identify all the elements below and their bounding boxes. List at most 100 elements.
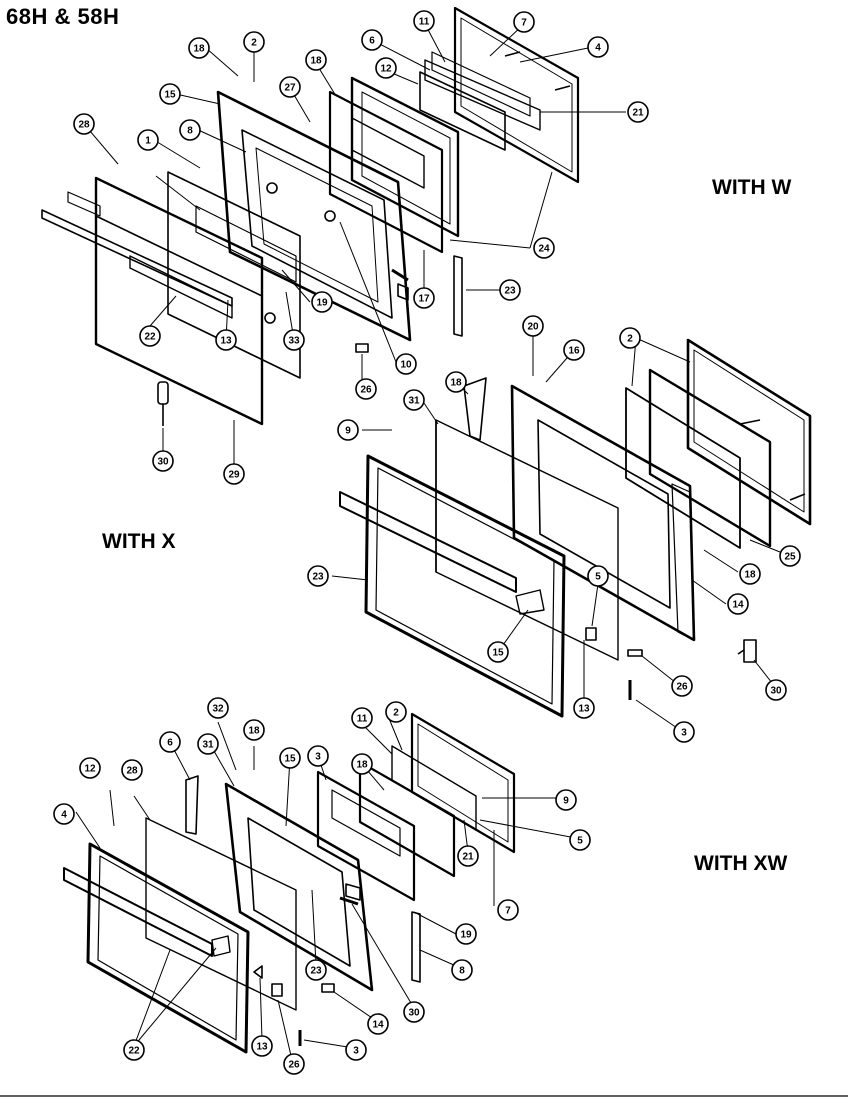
callout-number: 11 xyxy=(419,17,430,28)
middle-assembly xyxy=(339,338,812,718)
callout-number: 2 xyxy=(393,708,399,719)
callout-number: 17 xyxy=(418,294,430,305)
callout-circle xyxy=(305,49,327,71)
callout-circle xyxy=(367,1013,389,1035)
callout-number: 19 xyxy=(316,298,328,309)
callout-3: 3 xyxy=(673,721,695,743)
callout-circle xyxy=(137,129,159,151)
callout-number: 26 xyxy=(360,385,372,396)
callout-18: 18 xyxy=(188,37,210,59)
callout-number: 14 xyxy=(372,1020,384,1031)
callout-circle xyxy=(345,1039,367,1061)
back-window-door-mid xyxy=(625,338,812,549)
callout-8: 8 xyxy=(451,959,473,981)
callout-circle xyxy=(619,327,641,349)
callout-number: 4 xyxy=(61,810,67,821)
callout-circle xyxy=(445,371,467,393)
callout-27: 27 xyxy=(279,76,301,98)
callout-number: 32 xyxy=(212,704,224,715)
callout-circle xyxy=(243,31,265,53)
callout-number: 8 xyxy=(459,966,465,977)
callout-6: 6 xyxy=(361,29,383,51)
callout-circle xyxy=(305,959,327,981)
callout-21: 21 xyxy=(457,845,479,867)
callout-circle xyxy=(188,37,210,59)
callout-number: 9 xyxy=(345,426,351,437)
inner-frame-mid xyxy=(510,384,696,642)
back-panel-top xyxy=(453,6,580,184)
callout-number: 23 xyxy=(310,966,322,977)
callout-circle xyxy=(279,747,301,769)
callout-number: 1 xyxy=(145,136,151,147)
callout-number: 13 xyxy=(256,1042,268,1053)
inner-frame-bottom xyxy=(224,782,374,992)
callout-number: 5 xyxy=(595,572,601,583)
top-assembly xyxy=(41,6,580,426)
callout-18: 18 xyxy=(243,719,265,741)
callout-28: 28 xyxy=(73,113,95,135)
leader-lines xyxy=(75,21,791,1061)
callout-15: 15 xyxy=(487,641,509,663)
callout-circle xyxy=(403,389,425,411)
callout-number: 3 xyxy=(315,752,321,763)
clip-3 xyxy=(737,639,757,663)
callout-2: 2 xyxy=(243,31,265,53)
callout-number: 10 xyxy=(400,360,412,371)
callout-3: 3 xyxy=(345,1039,367,1061)
callout-19: 19 xyxy=(311,291,333,313)
callout-25: 25 xyxy=(779,545,801,567)
callout-number: 18 xyxy=(193,44,205,55)
callout-26: 26 xyxy=(283,1053,305,1075)
callout-18: 18 xyxy=(351,753,373,775)
callout-circle xyxy=(351,707,373,729)
callout-circle xyxy=(53,803,75,825)
callout-19: 19 xyxy=(455,923,477,945)
callout-number: 8 xyxy=(187,126,193,137)
callout-18: 18 xyxy=(305,49,327,71)
callout-number: 24 xyxy=(538,244,550,255)
section-label-with-x: WITH X xyxy=(102,530,176,553)
callout-circle xyxy=(243,719,265,741)
callout-circle xyxy=(139,325,161,347)
callout-16: 16 xyxy=(563,339,585,361)
callout-8: 8 xyxy=(179,119,201,141)
callout-number: 31 xyxy=(408,396,420,407)
callout-number: 15 xyxy=(164,90,176,101)
callout-number: 30 xyxy=(770,686,782,697)
callout-number: 13 xyxy=(578,704,590,715)
callout-circle xyxy=(739,563,761,585)
callout-circle xyxy=(522,315,544,337)
callout-number: 28 xyxy=(78,120,90,131)
callout-number: 26 xyxy=(288,1060,300,1071)
callout-circle xyxy=(385,701,407,723)
callout-14: 14 xyxy=(367,1013,389,1035)
outer-door-bottom xyxy=(63,842,250,1054)
glass-panel-mid xyxy=(435,419,619,661)
callout-30: 30 xyxy=(765,679,787,701)
section-label-with-w: WITH W xyxy=(712,176,792,199)
callout-circle xyxy=(73,113,95,135)
callout-29: 29 xyxy=(223,463,245,485)
callout-18: 18 xyxy=(445,371,467,393)
callout-circle xyxy=(569,829,591,851)
callout-number: 21 xyxy=(632,108,644,119)
callout-number: 12 xyxy=(84,764,96,775)
callout-circle xyxy=(395,353,417,375)
callout-circle xyxy=(123,1039,145,1061)
callout-31: 31 xyxy=(197,733,219,755)
callout-circle xyxy=(413,287,435,309)
outer-door-top xyxy=(41,176,264,426)
callout-circle xyxy=(215,329,237,351)
callout-circle xyxy=(555,789,577,811)
callout-1: 1 xyxy=(137,129,159,151)
callout-circle xyxy=(457,845,479,867)
callout-20: 20 xyxy=(522,315,544,337)
callout-number: 22 xyxy=(128,1046,140,1057)
callout-circle xyxy=(673,721,695,743)
callout-circle xyxy=(197,733,219,755)
callout-circle xyxy=(413,10,435,32)
callout-circle xyxy=(311,291,333,313)
callout-9: 9 xyxy=(337,419,359,441)
callout-number: 27 xyxy=(284,83,296,94)
callout-circle xyxy=(627,101,649,123)
